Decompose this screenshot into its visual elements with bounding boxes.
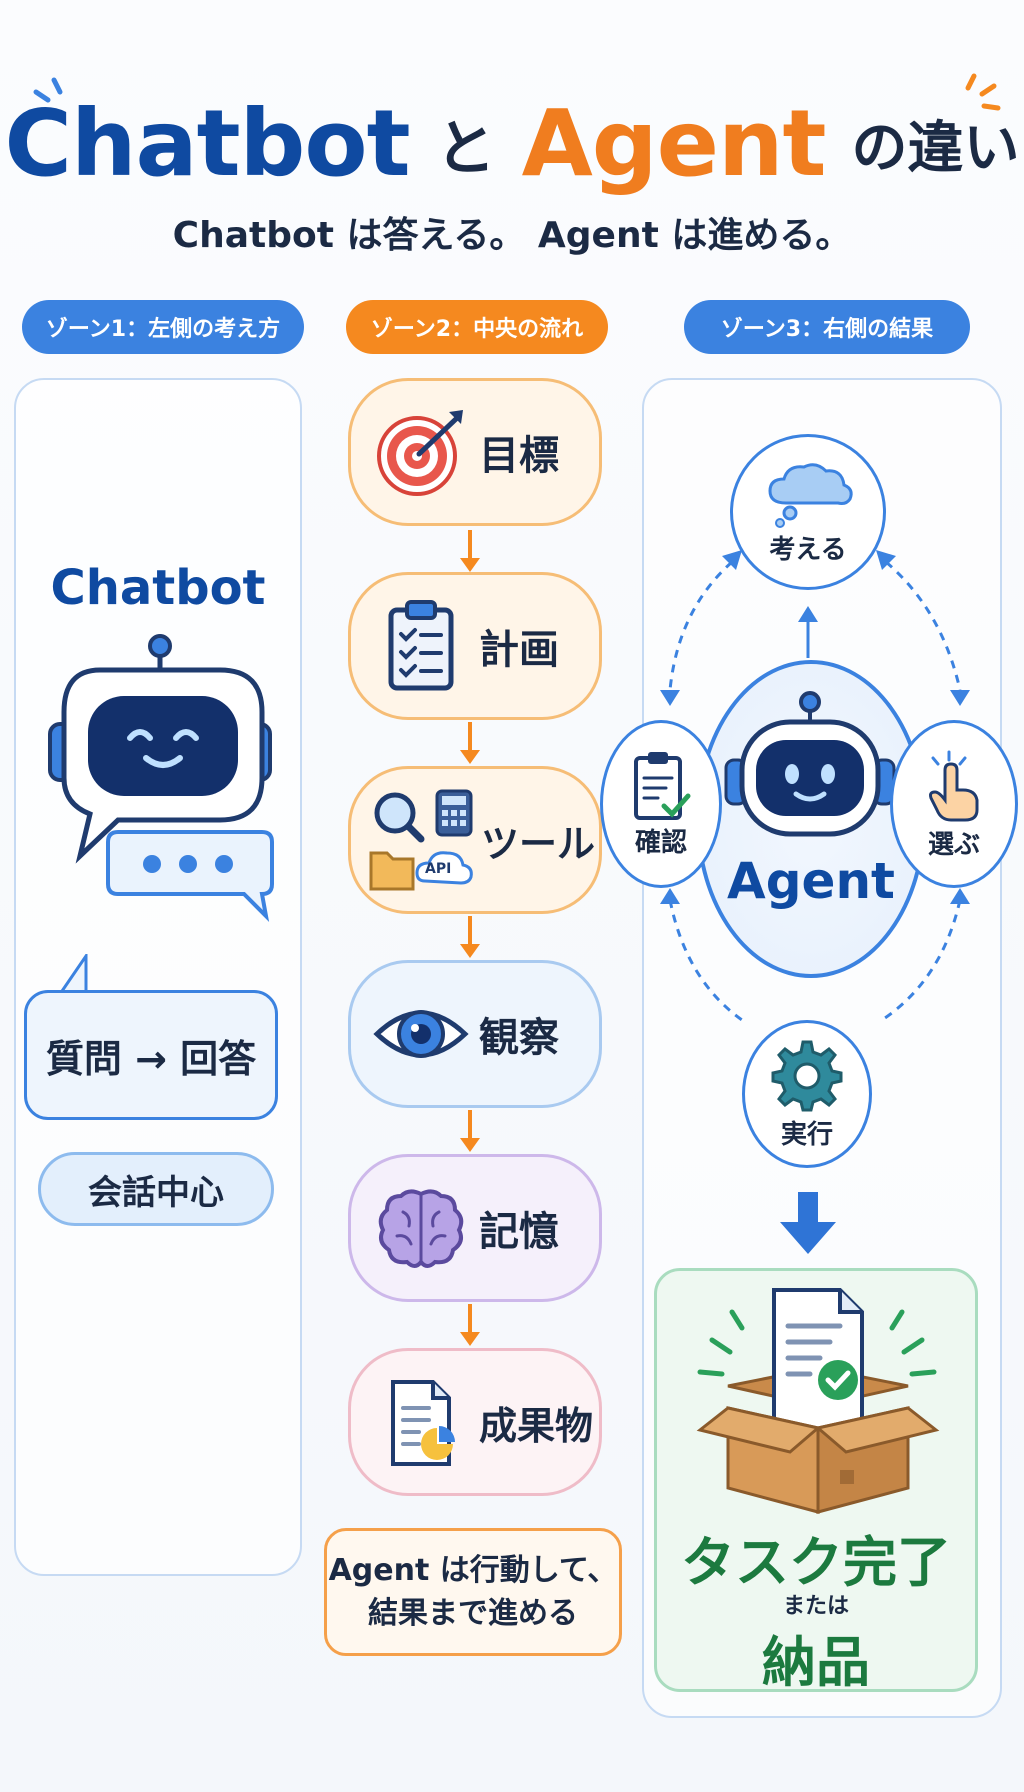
eye-icon [373, 1010, 469, 1058]
delivery-box-icon [696, 1288, 940, 1514]
sparkle-right-icon [965, 73, 1001, 111]
zone-1-pill: ゾーン1：左側の考え方 [22, 300, 304, 354]
pointing-hand-icon [929, 750, 979, 821]
zone-2-pill: ゾーン2：中央の流れ [346, 300, 608, 354]
result-sub-label: 納品 [762, 1631, 870, 1694]
flow-card-goal: 目標 [348, 378, 602, 526]
agent-note-line1: Agent は行動して、 [328, 1552, 618, 1588]
sparkle-left-icon [27, 77, 63, 115]
agent-note-box: Agent は行動して、 結果まで進める [324, 1528, 622, 1656]
brain-icon [378, 1189, 464, 1268]
cycle-label-execute: 実行 [780, 1119, 833, 1150]
flow-label-memory: 記憶 [479, 1209, 559, 1255]
flow-label-deliverable: 成果物 [479, 1403, 594, 1448]
flow-label-observe: 観察 [479, 1015, 559, 1061]
flow-label-plan: 計画 [479, 627, 559, 673]
cycle-node-execute: 実行 [742, 1020, 872, 1168]
qa-bubble: 質問 → 回答 [24, 990, 278, 1120]
result-main-label: タスク完了 [681, 1531, 951, 1594]
zone-3-pill: ゾーン3：右側の結果 [684, 300, 970, 354]
result-or-label: または [782, 1594, 849, 1619]
report-document-icon [391, 1380, 455, 1466]
chatbot-heading: Chatbot [50, 560, 266, 616]
agent-core-label: Agent [727, 852, 895, 910]
title-agent: Agent [521, 89, 827, 197]
title-chatbot: Chatbot [4, 89, 410, 197]
flow-card-deliverable: 成果物 [348, 1348, 602, 1496]
flow-arrows [460, 530, 480, 1346]
flow-label-goal: 目標 [479, 433, 559, 479]
chatbot-robot-icon [48, 634, 274, 922]
left-panel [14, 378, 302, 1576]
conversation-center-pill: 会話中心 [38, 1152, 274, 1226]
cycle-node-think: 考える [730, 434, 886, 590]
gear-icon [771, 1040, 843, 1111]
cycle-node-choose: 選ぶ [890, 720, 1018, 888]
cycle-label-think: 考える [769, 534, 847, 565]
down-arrow-icon [780, 1192, 836, 1254]
flow-card-tools: API ツール [348, 766, 602, 914]
cycle-node-confirm: 確認 [600, 720, 722, 888]
clipboard-checklist-icon [388, 600, 454, 691]
qa-bubble-tail [58, 954, 88, 995]
flow-card-observe: 観察 [348, 960, 602, 1108]
agent-note-line2: 結果まで進める [368, 1596, 578, 1631]
title-to: と [435, 113, 496, 184]
tools-icon [369, 789, 473, 891]
cycle-arrows [660, 550, 970, 1022]
target-icon [377, 410, 463, 496]
agent-robot-icon [724, 691, 896, 837]
flow-card-plan: 計画 [348, 572, 602, 720]
title-chigai: の違い [851, 115, 1020, 181]
thought-cloud-icon [768, 462, 853, 528]
cycle-label-choose: 選ぶ [927, 829, 980, 860]
flow-label-tools: ツール [481, 821, 596, 866]
page-title: Chatbot と Agent の違い [0, 88, 1024, 198]
clipboard-check-icon [634, 751, 691, 820]
cycle-label-confirm: 確認 [634, 827, 687, 858]
api-text: API [425, 861, 452, 877]
page-subtitle: Chatbot は答える。 Agent は進める。 [172, 215, 852, 256]
flow-card-memory: 記憶 [348, 1154, 602, 1302]
